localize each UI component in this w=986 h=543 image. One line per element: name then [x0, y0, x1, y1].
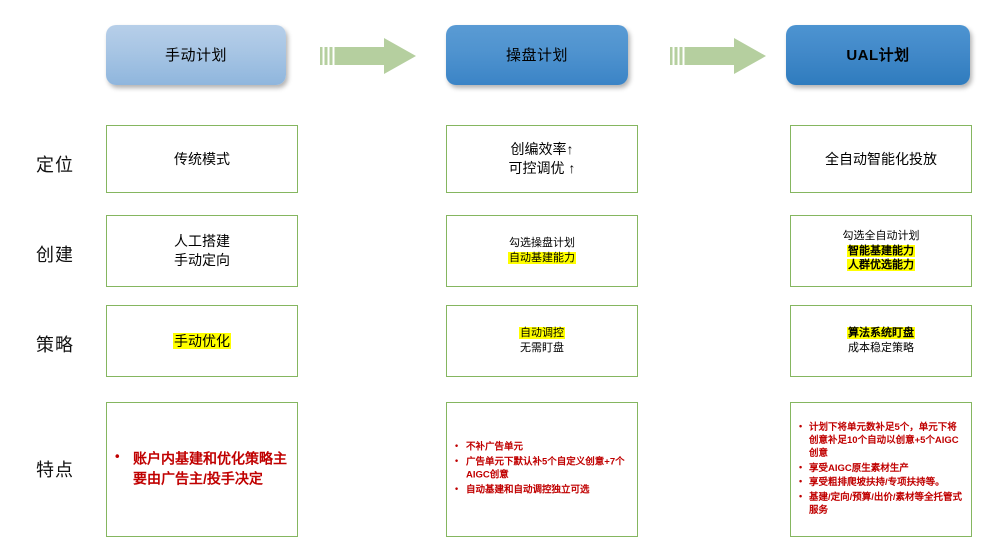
cell-creation-ual: 勾选全自动计划 智能基建能力 人群优选能力	[790, 215, 972, 287]
list-item: • 自动基建和自动调控独立可选	[455, 484, 631, 497]
cell-text: 成本稳定策略	[848, 342, 914, 354]
bullet-dot-icon: •	[799, 490, 803, 501]
cell-text: 可控调优 ↑	[508, 160, 576, 176]
list-item-text: 账户内基建和优化策略主要由广告主/投手决定	[133, 450, 287, 487]
cell-features-pilot: • 不补广告单元 • 广告单元下默认补5个自定义创意+7个AIGC创意 • 自动…	[446, 402, 638, 537]
cell-features-manual: • 账户内基建和优化策略主要由广告主/投手决定	[106, 402, 298, 537]
bullet-dot-icon: •	[799, 476, 803, 487]
cell-text: 人工搭建	[174, 233, 230, 250]
bullet-dot-icon: •	[799, 461, 803, 472]
list-item-text: 享受AIGC原生素材生产	[809, 462, 909, 474]
plan-box-manual[interactable]: 手动计划	[106, 25, 286, 85]
cell-text: 手动定向	[174, 252, 230, 268]
list-item-text: 自动基建和自动调控独立可选	[466, 484, 590, 496]
cell-strategy-pilot: 自动调控 无需盯盘	[446, 305, 638, 377]
list-item-text: 广告单元下默认补5个自定义创意+7个AIGC创意	[466, 456, 625, 481]
list-item: • 账户内基建和优化策略主要由广告主/投手决定	[115, 448, 291, 489]
cell-features-ual: • 计划下将单元数补足5个，单元下将创意补足10个自动以创意+5个AIGC创意 …	[790, 402, 972, 537]
cell-text-highlight: 人群优选能力	[847, 259, 915, 272]
list-item: • 享受粗排爬坡扶持/专项扶持等。	[799, 476, 965, 489]
list-item-text: 不补广告单元	[466, 440, 524, 452]
cell-text-highlight: 手动优化	[173, 332, 231, 349]
arrow-right-1-icon	[312, 36, 418, 76]
plan-header-row: 手动计划 操盘计划 UAL计划	[0, 0, 986, 115]
list-item-text: 基建/定向/预算/出价/素材等全托管式服务	[809, 491, 963, 517]
bullet-dot-icon: •	[115, 448, 120, 464]
row-label-creation: 创建	[36, 245, 74, 265]
cell-text: 创编效率↑	[510, 141, 574, 158]
plan-box-manual-label: 手动计划	[164, 46, 227, 64]
cell-creation-pilot: 勾选操盘计划 自动基建能力	[446, 215, 638, 287]
cell-positioning-manual: 传统模式	[106, 125, 298, 193]
bullet-dot-icon: •	[455, 439, 459, 450]
plan-box-ual[interactable]: UAL计划	[786, 25, 970, 85]
cell-text: 全自动智能化投放	[825, 150, 937, 167]
arrow-right-2-icon	[662, 36, 768, 76]
cell-text-highlight: 自动调控	[519, 327, 565, 340]
cell-text-highlight: 智能基建能力	[847, 244, 915, 257]
list-item: • 基建/定向/预算/出价/素材等全托管式服务	[799, 491, 965, 518]
cell-positioning-pilot: 创编效率↑ 可控调优 ↑	[446, 125, 638, 193]
cell-strategy-manual: 手动优化	[106, 305, 298, 377]
list-item-text: 计划下将单元数补足5个，单元下将创意补足10个自动以创意+5个AIGC创意	[809, 421, 959, 460]
row-label-features: 特点	[36, 460, 74, 480]
plan-box-pilot[interactable]: 操盘计划	[446, 25, 628, 85]
cell-text-highlight: 自动基建能力	[508, 252, 576, 264]
list-item: • 计划下将单元数补足5个，单元下将创意补足10个自动以创意+5个AIGC创意	[799, 420, 965, 460]
cell-text: 勾选操盘计划	[509, 237, 575, 250]
cell-text: 传统模式	[174, 150, 230, 167]
list-item: • 不补广告单元	[455, 440, 631, 453]
cell-positioning-ual: 全自动智能化投放	[790, 125, 972, 193]
list-item-text: 享受粗排爬坡扶持/专项扶持等。	[809, 477, 945, 489]
row-positioning: 定位 传统模式 创编效率↑ 可控调优 ↑ 全自动智能化投放	[0, 125, 986, 195]
cell-text: 勾选全自动计划	[842, 229, 920, 242]
row-label-strategy: 策略	[36, 335, 74, 355]
cell-strategy-ual: 算法系统盯盘 成本稳定策略	[790, 305, 972, 377]
plan-box-pilot-label: 操盘计划	[505, 46, 568, 64]
row-label-positioning: 定位	[36, 155, 74, 175]
bullet-dot-icon: •	[799, 420, 803, 431]
bullet-dot-icon: •	[455, 455, 459, 466]
row-creation: 创建 人工搭建 手动定向 勾选操盘计划 自动基建能力 勾选全自动计划 智能基建能…	[0, 215, 986, 289]
bullet-dot-icon: •	[455, 483, 459, 494]
cell-creation-manual: 人工搭建 手动定向	[106, 215, 298, 287]
cell-text: 无需盯盘	[520, 342, 564, 354]
row-features: 特点 • 账户内基建和优化策略主要由广告主/投手决定 • 不补广告单元 • 广告…	[0, 402, 986, 539]
plan-box-ual-label: UAL计划	[846, 46, 910, 64]
row-strategy: 策略 手动优化 自动调控 无需盯盘 算法系统盯盘 成本稳定策略	[0, 305, 986, 379]
list-item: • 广告单元下默认补5个自定义创意+7个AIGC创意	[455, 455, 631, 482]
list-item: • 享受AIGC原生素材生产	[799, 462, 965, 475]
cell-text-highlight: 算法系统盯盘	[847, 327, 915, 340]
